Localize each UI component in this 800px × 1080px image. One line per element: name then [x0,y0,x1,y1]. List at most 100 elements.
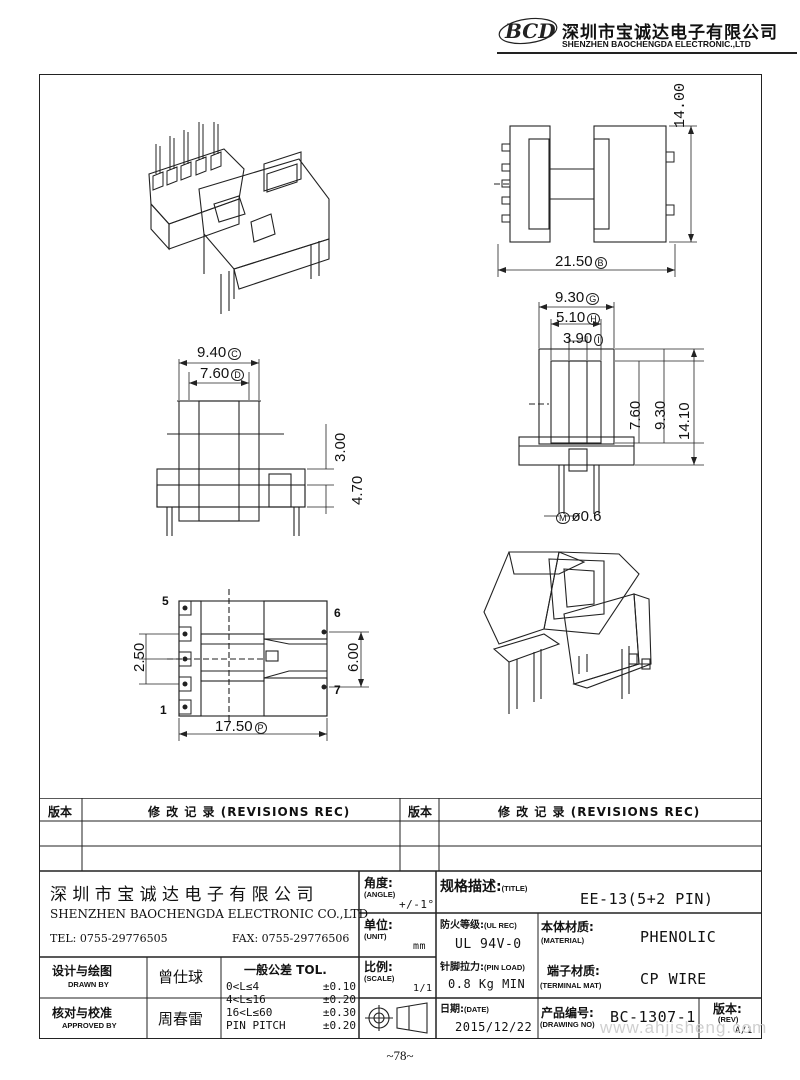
dim-end-h93: 9.30 [652,401,669,430]
tol-table: 0<L≤4 ±0.10 4<L≤16 ±0.20 16<L≤60 ±0.30 PIN … [226,980,356,1032]
tol-range: 4<L≤16 [226,993,266,1006]
page-number: ~78~ [386,1048,414,1063]
svg-text:BCD: BCD [504,19,556,43]
ul-value: UL 94V-0 [455,937,522,952]
dim-text: 14.10 [676,402,693,440]
terminal-sub: (TERMINAL MAT) [540,981,602,990]
dim-text: 14.00 [672,82,689,128]
bcd-logo: BCD [498,17,558,45]
dim-text: 6.00 [345,642,362,672]
rev-value: A/1 [735,1026,753,1036]
pinload-value: 0.8 Kg MIN [448,977,526,991]
dim-text: 9.40 [197,344,227,361]
tol-value: ±0.20 [322,993,356,1006]
angle-value: +/-1° [399,898,435,911]
tb-company-en: SHENZHEN BAOCHENGDA ELECTRONIC CO.,LTD [50,907,369,921]
rev-col4-header: 修 改 记 录 (REVISIONS REC) [498,805,701,819]
material-label: 本体材质: [541,920,594,934]
circle-tag-m: M [556,512,570,524]
rev-sub: (REV) [718,1015,739,1024]
dim-text: 7.60 [200,365,230,382]
top-view [494,125,697,277]
approved-label: 核对与校准 [52,1006,113,1020]
dim-text: 21.50 [555,253,593,270]
technical-drawing [139,122,704,741]
pin-number-1: 1 [160,703,167,717]
pin-number-6: 6 [334,606,341,620]
bottom-view [139,589,369,741]
tb-company-cn: 深 圳 市 宝 诚 达 电 子 有 限 公 司 [50,885,314,905]
drawing-no-sub: (DRAWING NO) [540,1020,595,1029]
dim-top-height: 14.00 [672,83,689,128]
tol-range: PIN PITCH [226,1019,286,1032]
ul-sub: (UL REC) [484,921,517,930]
header-company-cn: 深圳市宝诚达电子有限公司 [562,23,778,43]
dim-end-h141: 14.10 [676,402,693,440]
unit-label: 单位: [364,918,393,932]
dim-bottom-pitch: 2.50 [131,643,148,672]
drawn-value: 曾仕球 [158,968,204,986]
iso-view-bottom [483,551,652,714]
end-view [518,302,704,517]
material-sub: (MATERIAL) [541,936,585,945]
circle-tag-p: P [254,722,267,734]
dim-side-300: 3.00 [332,433,349,462]
angle-sub: (ANGLE) [364,890,396,899]
tol-title: 一般公差 TOL. [244,963,327,977]
scale-value: 1/1 [413,983,433,994]
title-label-text: 规格描述: [440,879,502,895]
tol-row: PIN PITCH ±0.20 [226,1019,356,1032]
approved-sub: APPROVED BY [62,1021,117,1030]
tol-range: 0<L≤4 [226,980,260,993]
dim-text: 0.6 [580,508,602,525]
drawn-label: 设计与绘图 [52,964,113,978]
rev-col2-header: 修 改 记 录 (REVISIONS REC) [148,805,351,819]
watermark: www.ahjisheng.com [600,1018,768,1037]
dim-text: 3.00 [332,432,349,462]
dim-text: 4.70 [349,475,366,505]
title-label: 规格描述:(TITLE) [440,876,527,896]
date-label-text: 日期: [440,1004,464,1015]
header-rule [497,52,797,54]
rev-col1-header: 版本 [48,805,73,819]
pinload-label: 针脚拉力:(PIN LOAD) [440,958,525,973]
material-value: PHENOLIC [640,928,717,946]
tol-row: 4<L≤16 ±0.20 [226,993,356,1006]
drawing-no-label: 产品编号: [541,1006,594,1020]
pin-number-7: 7 [334,683,341,697]
date-sub: (DATE) [464,1005,489,1014]
ul-label: 防火等级:(UL REC) [440,916,517,931]
tb-fax: FAX: 0755-29776506 [232,932,350,945]
tol-row: 16<L≤60 ±0.30 [226,1006,356,1019]
pin-number-5: 5 [162,594,169,608]
tol-range: 16<L≤60 [226,1006,273,1019]
dim-text: 9.30 [555,289,585,306]
tol-value: ±0.10 [322,980,356,993]
drawing-no-value: BC-1307-1 [610,1008,696,1026]
title-sub: (TITLE) [501,884,528,893]
dim-text: 5.10 [556,309,586,326]
terminal-value: CP WIRE [640,970,707,988]
tol-row: 0<L≤4 ±0.10 [226,980,356,993]
scale-sub: (SCALE) [364,974,395,983]
tb-tel: TEL: 0755-29776505 [50,932,168,945]
tol-value: ±0.20 [322,1019,356,1032]
rev-col3-header: 版本 [408,805,433,819]
circle-tag-h: H [587,313,600,325]
pinload-label-text: 针脚拉力: [440,962,484,973]
dim-end-h76: 7.60 [627,401,644,430]
scale-label: 比例: [364,960,393,974]
dim-text: 3.90 [563,330,593,347]
rev-label: 版本: [713,1002,742,1016]
angle-label: 角度: [364,876,393,890]
tol-value: ±0.30 [322,1006,356,1019]
unit-sub: (UNIT) [364,932,387,941]
circle-tag-b: B [594,257,607,269]
